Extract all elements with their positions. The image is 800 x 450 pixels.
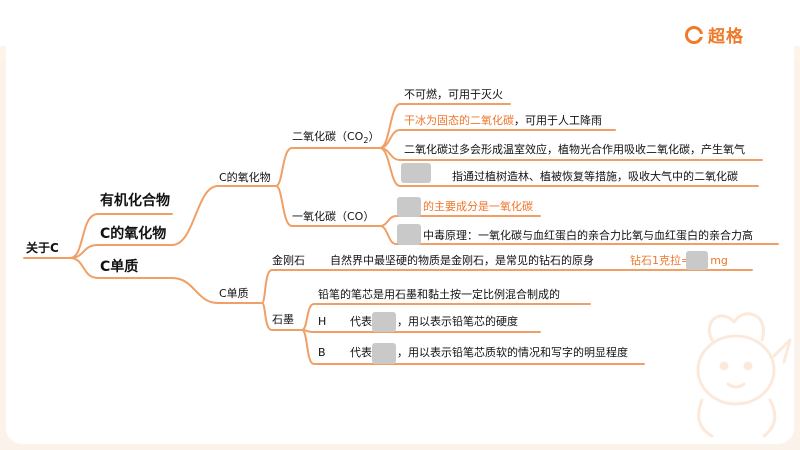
branch-element: [69, 257, 173, 279]
co2-fact-3: 二氧化碳过多会形成温室效应，植物光合作用吸收二氧化碳，产生氧气: [404, 143, 745, 156]
co2-fact-1: 不可燃，可用于灭火: [404, 88, 503, 101]
graphite-b-key: B: [318, 346, 326, 359]
graphite-intro: 铅笔的笔芯是用石墨和黏土按一定比例混合制成的: [318, 288, 560, 301]
link-graphite-b: [301, 329, 645, 365]
co-fact-1: 的主要成分是一氧化碳: [423, 200, 533, 213]
node-oxide: C的氧化物: [219, 171, 271, 184]
link-co: [275, 185, 381, 227]
link-element: [171, 277, 263, 304]
node-co: 一氧化碳（CO）: [292, 210, 375, 223]
branch-organic: [69, 213, 173, 259]
hidden-answer-mask[interactable]: [397, 197, 421, 217]
hidden-answer-mask[interactable]: [401, 163, 431, 183]
hidden-answer-mask[interactable]: [686, 251, 708, 270]
brand-name: 超格: [708, 27, 744, 47]
link-graphite-intro: [301, 303, 591, 331]
graphite-b-prefix: 代表: [350, 346, 372, 359]
link-co2-2: [379, 129, 616, 149]
hidden-answer-mask[interactable]: [372, 312, 396, 332]
co2-fact-2: 干冰为固态的二氧化碳，可用于人工降雨: [404, 114, 602, 128]
mascot-watermark-icon: [696, 312, 792, 438]
category-element: C单质: [100, 259, 139, 275]
hidden-answer-mask[interactable]: [372, 343, 396, 364]
co2-fact-2-text: ，可用于人工降雨: [514, 114, 602, 127]
top-band: [0, 0, 800, 46]
root-node: 关于C: [26, 241, 59, 255]
diamond-note-suffix: mg: [710, 254, 728, 267]
node-diamond: 金刚石: [272, 254, 305, 267]
link-graphite-h: [301, 329, 541, 333]
graphite-b-text: ，用以表示铅笔芯质软的情况和写字的明显程度: [397, 346, 628, 359]
graphite-h-key: H: [318, 315, 327, 328]
node-element: C单质: [219, 287, 249, 300]
category-organic: 有机化合物: [100, 193, 170, 209]
co2-label-suffix: ）: [368, 130, 380, 143]
branch-oxide: [69, 244, 173, 259]
link-co2: [275, 147, 381, 187]
graphite-h-text: ，用以表示铅笔芯的硬度: [397, 315, 518, 328]
diamond-fact: 自然界中最坚硬的物质是金刚石，是常见的钻石的原身: [330, 254, 594, 267]
diamond-note: 钻石1克拉= mg: [630, 254, 728, 268]
link-co-2: [379, 225, 779, 245]
link-graphite: [261, 302, 303, 331]
co-fact-2: 中毒原理：一氧化碳与血红蛋白的亲合力比氧与血红蛋白的亲合力高: [423, 229, 753, 242]
brand-logo-icon: [685, 25, 703, 44]
hidden-answer-mask[interactable]: [397, 224, 421, 245]
co2-label-prefix: 二氧化碳（CO: [292, 130, 364, 143]
link-diamond: [261, 269, 313, 304]
graphite-h-prefix: 代表: [350, 315, 372, 328]
diamond-note-prefix: 钻石1克拉=: [630, 254, 691, 267]
brand: 超格: [685, 22, 744, 47]
link-co2-4: [379, 147, 759, 187]
node-graphite: 石墨: [272, 313, 294, 326]
co2-subscript: 2: [363, 136, 369, 146]
co2-fact-2-highlight: 干冰为固态的二氧化碳: [404, 114, 514, 127]
link-oxide: [171, 185, 277, 246]
category-oxide: C的氧化物: [100, 226, 167, 242]
node-co2: 二氧化碳（CO2）: [292, 130, 379, 148]
co2-fact-4: 指通过植树造林、植被恢复等措施，吸收大气中的二氧化碳: [452, 170, 738, 183]
